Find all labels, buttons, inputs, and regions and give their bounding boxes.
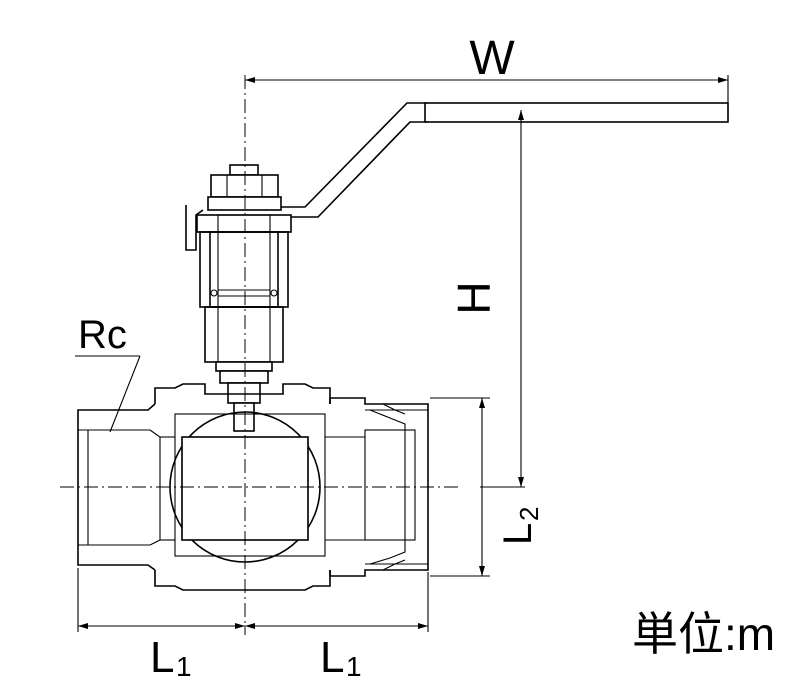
unit-note: 単位:m <box>632 608 775 660</box>
dimension-w <box>245 75 729 118</box>
lever-handle <box>275 102 729 218</box>
label-face-left: L <box>150 633 174 682</box>
label-width: W <box>469 32 515 85</box>
rc-leader <box>75 355 141 433</box>
label-face-left-sub: 1 <box>176 651 192 682</box>
label-height: H <box>448 281 500 314</box>
label-body-height-sub: 2 <box>514 507 544 521</box>
label-body-height: L <box>496 523 540 545</box>
dimension-h <box>480 110 525 488</box>
label-thread: Rc <box>78 313 127 357</box>
label-face-right: L <box>320 633 344 682</box>
label-face-right-sub: 1 <box>346 651 362 682</box>
dimension-l2 <box>430 397 490 577</box>
center-lines <box>60 75 460 635</box>
dimension-l1 <box>77 568 429 632</box>
label-body-height-group: L 2 <box>496 507 544 545</box>
stem-housing <box>185 205 292 432</box>
